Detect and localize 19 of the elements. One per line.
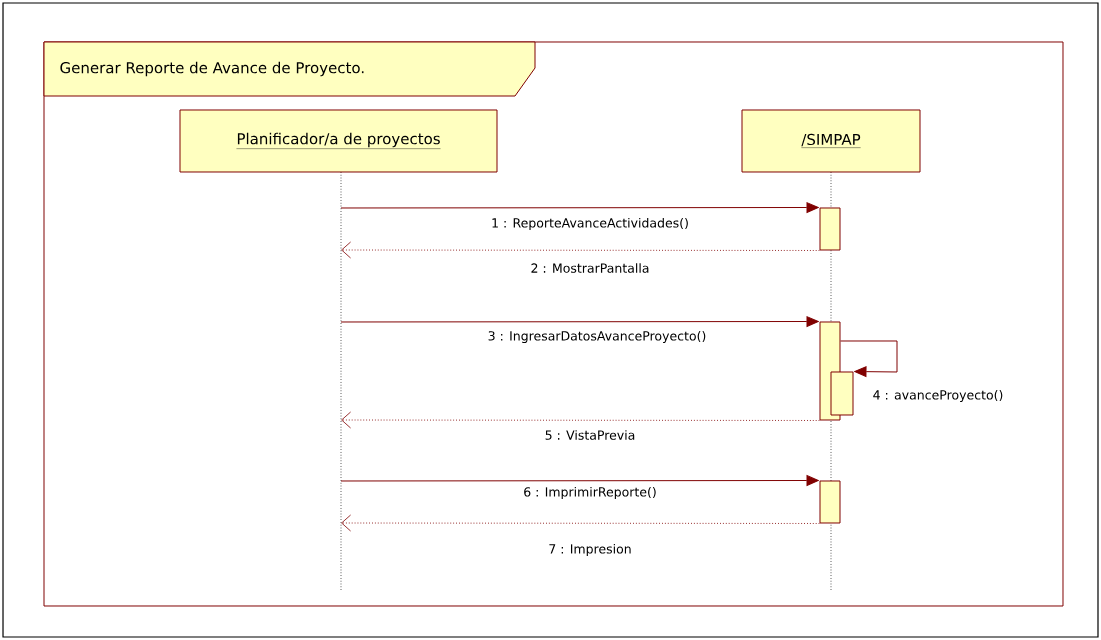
edge-label: 7 : Impresion <box>549 543 631 557</box>
activation-bar <box>819 480 841 524</box>
lifeline-head: Planificador/a de proyectos <box>179 109 498 173</box>
edge-label: 5 : VistaPrevia <box>545 430 635 440</box>
message-arrow <box>340 202 819 213</box>
message-arrow <box>341 411 820 429</box>
activation-bar <box>819 207 841 251</box>
message-arrow <box>341 241 820 259</box>
lifeline-head: /SIMPAP <box>741 109 921 173</box>
message-arrow <box>840 340 898 377</box>
edge-label: 6 : ImprimirReporte() <box>524 486 656 500</box>
edge-label: 2 : MostrarPantalla <box>531 263 649 273</box>
edge-label: 4 : avanceProyecto() <box>873 389 1003 403</box>
message-arrow <box>341 514 820 532</box>
activation-bar <box>830 371 854 416</box>
message-arrow <box>340 475 819 486</box>
message-arrow <box>340 316 819 327</box>
edge-label: 3 : IngresarDatosAvanceProyecto() <box>488 330 706 344</box>
edge-label: 1 : ReporteAvanceActividades() <box>492 217 688 231</box>
